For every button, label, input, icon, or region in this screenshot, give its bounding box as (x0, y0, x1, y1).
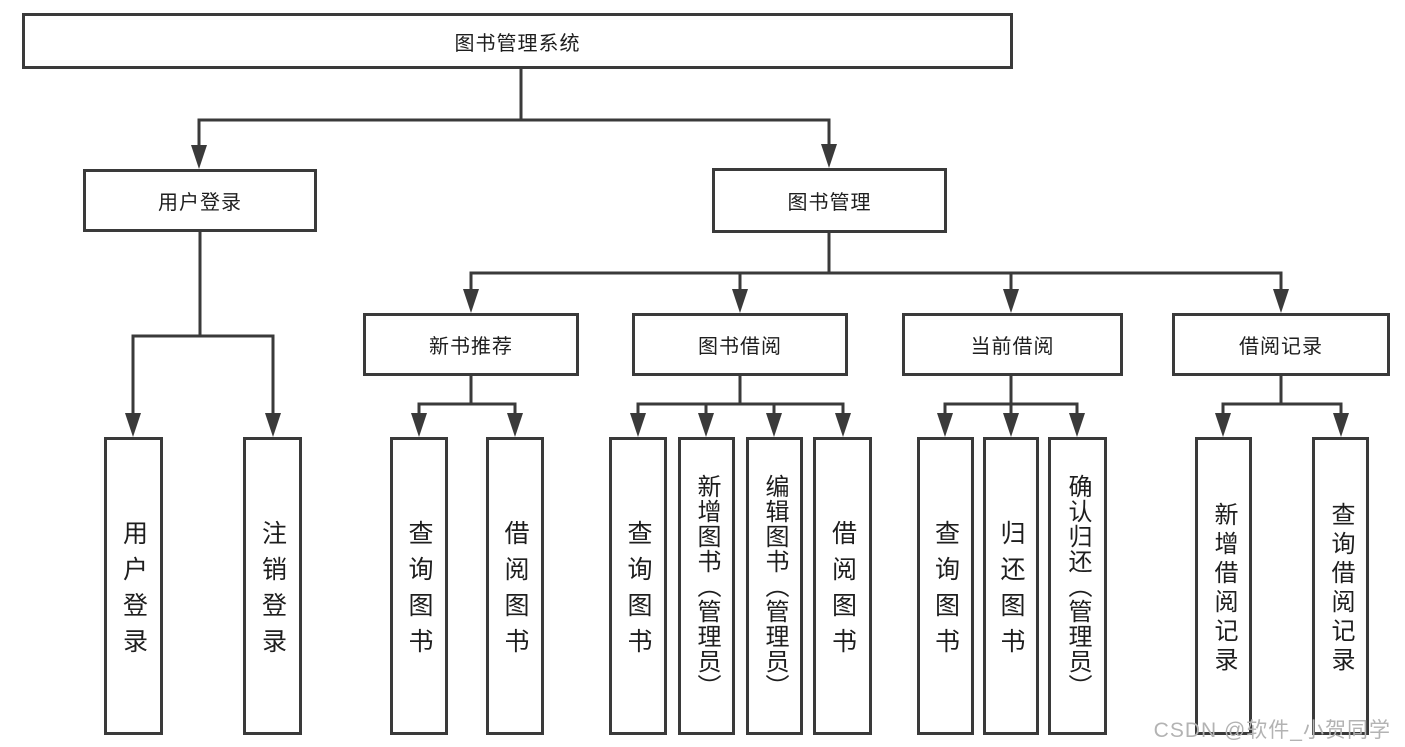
leaf-query-book-recommend: 查询图书 (390, 437, 448, 735)
leaf-edit-book-admin: 编辑图书（管理员） (746, 437, 803, 735)
leaf-borrow-book-recommend: 借阅图书 (486, 437, 544, 735)
leaf-user-login: 用户登录 (104, 437, 163, 735)
node-borrow-records: 借阅记录 (1172, 313, 1390, 376)
node-current-borrow: 当前借阅 (902, 313, 1123, 376)
leaf-query-borrow-record: 查询借阅记录 (1312, 437, 1369, 735)
leaf-query-book-borrow: 查询图书 (609, 437, 667, 735)
node-new-book-recommend: 新书推荐 (363, 313, 579, 376)
leaf-logout: 注销登录 (243, 437, 302, 735)
leaf-add-book-admin: 新增图书（管理员） (678, 437, 735, 735)
leaf-query-book-current: 查询图书 (917, 437, 974, 735)
node-root-system: 图书管理系统 (22, 13, 1013, 69)
node-user-login: 用户登录 (83, 169, 317, 232)
node-book-management: 图书管理 (712, 168, 947, 233)
leaf-return-book: 归还图书 (983, 437, 1039, 735)
csdn-watermark: CSDN @软件_小贺同学 (1153, 719, 1391, 742)
leaf-confirm-return-admin: 确认归还（管理员） (1048, 437, 1107, 735)
leaf-borrow-book-borrow: 借阅图书 (813, 437, 872, 735)
leaf-add-borrow-record: 新增借阅记录 (1195, 437, 1252, 735)
node-book-borrow: 图书借阅 (632, 313, 848, 376)
